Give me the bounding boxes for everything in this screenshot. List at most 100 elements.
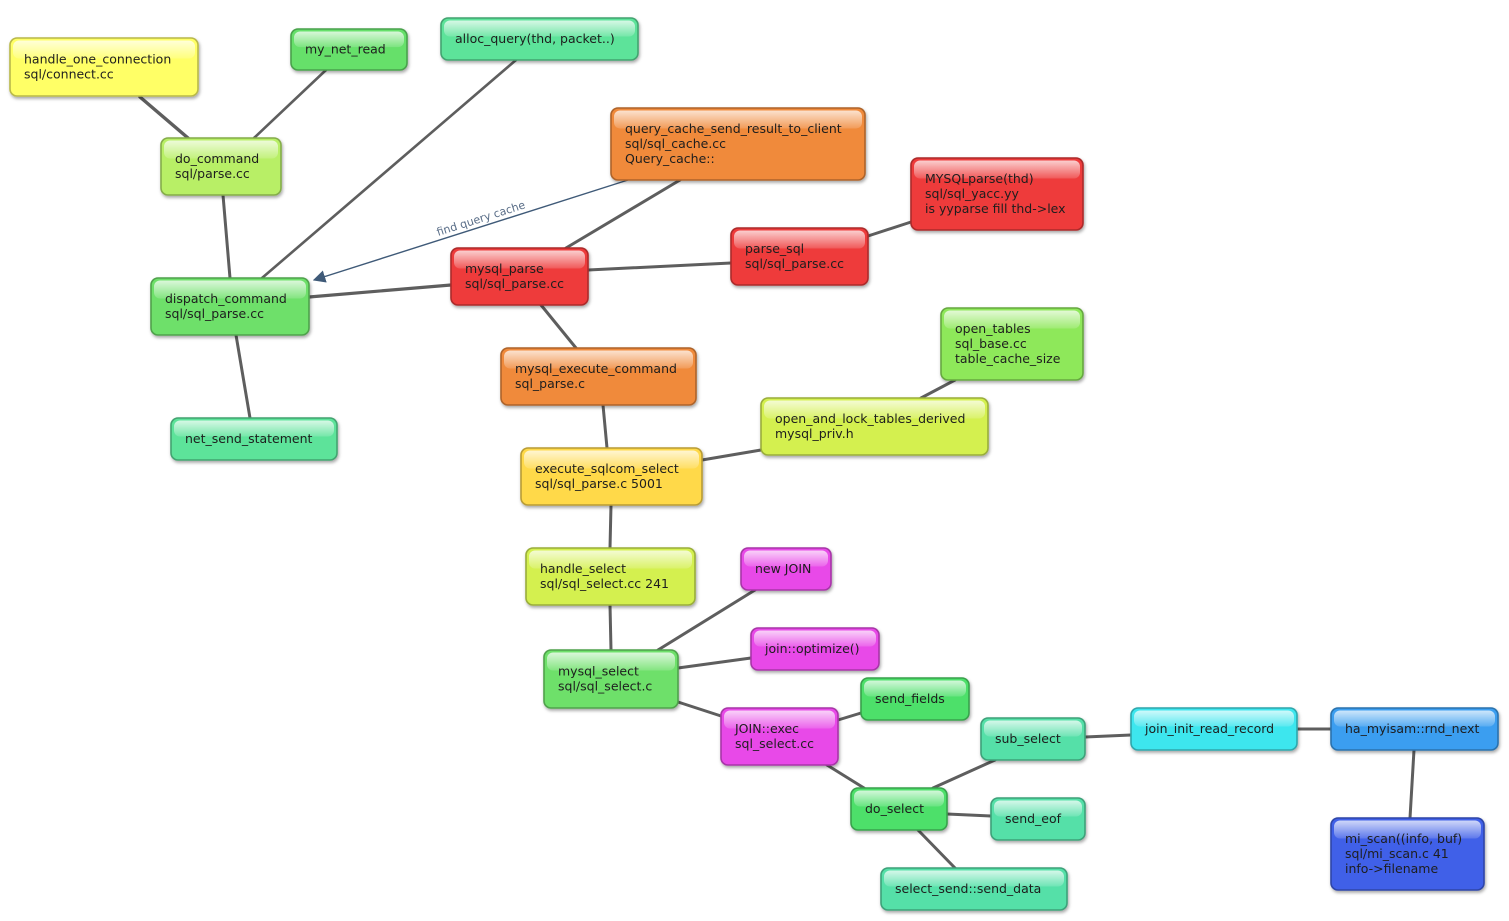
node-label-line: join_init_read_record <box>1144 721 1274 736</box>
edge-open_and_lock_tables_derived-to-open_tables <box>919 378 957 400</box>
node-gloss <box>524 450 699 469</box>
node-label-line: sql_select.cc <box>735 736 814 751</box>
edge-do_select-to-sub_select <box>931 758 997 790</box>
node-label-line: info->filename <box>1345 861 1438 876</box>
node-join-optimize[interactable]: join::optimize() <box>750 627 880 671</box>
node-new-JOIN[interactable]: new JOIN <box>740 547 832 591</box>
edge-arrow-query_cache_send_result_to_client-to-dispatch_command <box>312 179 629 283</box>
node-gloss <box>444 20 635 37</box>
node-label-line: ha_myisam::rnd_next <box>1345 721 1479 736</box>
node-my-net-read[interactable]: my_net_read <box>290 28 408 71</box>
node-gloss <box>454 250 585 269</box>
edge-JOIN_exec-to-send_fields <box>836 711 863 722</box>
edge-parse_sql-to-MYSQLparse <box>866 220 913 238</box>
node-label-line: MYSQLparse(thd) <box>925 171 1034 186</box>
edge-handle_select-to-mysql_select <box>608 603 613 652</box>
node-label-line: do_select <box>865 801 924 816</box>
node-gloss <box>13 40 195 59</box>
node-label-line: do_command <box>175 151 259 166</box>
node-mi-scan[interactable]: mi_scan((info, buf)sql/mi_scan.c 41info-… <box>1330 817 1485 891</box>
edge-label-find-query-cache: find query cache <box>435 198 527 238</box>
node-label-line: is yyparse fill thd->lex <box>925 201 1066 216</box>
node-label-line: table_cache_size <box>955 351 1061 366</box>
node-label-line: net_send_statement <box>185 431 313 446</box>
node-gloss <box>547 652 675 671</box>
edge-dispatch_command-to-net_send_statement <box>234 333 252 420</box>
edge-mysql_select-to-join_optimize <box>676 656 753 670</box>
node-label-line: sql_base.cc <box>955 336 1027 351</box>
edge-execute_sqlcom_select-to-open_and_lock_tables_derived <box>700 448 763 462</box>
node-gloss <box>914 160 1080 179</box>
edge-mysql_select-to-JOIN_exec <box>676 700 723 718</box>
edge-sub_select-to-join_init_read_record <box>1083 733 1133 739</box>
node-label-line: alloc_query(thd, packet..) <box>455 31 615 46</box>
node-query-cache-send-result-to-client[interactable]: query_cache_send_result_to_clientsql/sql… <box>610 107 866 181</box>
node-gloss <box>994 800 1082 817</box>
node-label-line: sql/sql_parse.cc <box>745 256 844 271</box>
node-do-select[interactable]: do_select <box>850 787 948 831</box>
node-gloss <box>724 710 835 729</box>
node-gloss <box>884 870 1064 887</box>
node-label-line: execute_sqlcom_select <box>535 461 679 476</box>
node-label-line: send_fields <box>875 691 945 706</box>
node-gloss <box>164 140 278 159</box>
edge-do_select-to-send_eof <box>945 812 993 818</box>
edge-do_select-to-select_send_send_data <box>916 828 957 870</box>
edge-execute_sqlcom_select-to-handle_select <box>608 503 613 550</box>
node-join-init-read-record[interactable]: join_init_read_record <box>1130 707 1298 751</box>
node-label-line: query_cache_send_result_to_client <box>625 121 842 136</box>
edge-mysql_parse-to-mysql_execute_command <box>539 303 578 350</box>
node-net-send-statement[interactable]: net_send_statement <box>170 417 338 461</box>
node-gloss <box>1134 710 1294 727</box>
node-label-line: sql/sql_parse.cc <box>165 306 264 321</box>
node-label-line: open_and_lock_tables_derived <box>775 411 965 426</box>
node-gloss <box>614 110 862 129</box>
node-label-line: sql/sql_yacc.yy <box>925 186 1019 201</box>
node-label-line: JOIN::exec <box>734 721 799 736</box>
node-gloss <box>744 550 828 567</box>
edge-mysql_select-to-new_JOIN <box>656 588 757 652</box>
node-label-line: new JOIN <box>755 561 811 576</box>
edge-mysql_parse-to-parse_sql <box>586 261 733 272</box>
edge-dispatch_command-to-mysql_parse <box>307 283 453 299</box>
node-label-line: sql/sql_cache.cc <box>625 136 726 151</box>
node-gloss <box>984 720 1082 737</box>
edge-alloc_query-to-dispatch_command <box>260 58 518 280</box>
node-label-line: mi_scan((info, buf) <box>1345 831 1462 846</box>
node-label-line: mysql_execute_command <box>515 361 677 376</box>
node-gloss <box>529 550 692 569</box>
node-gloss <box>864 680 966 697</box>
node-gloss <box>754 630 876 647</box>
node-send-eof[interactable]: send_eof <box>990 797 1086 841</box>
node-label-line: sql/sql_parse.c 5001 <box>535 476 663 491</box>
node-gloss <box>294 31 404 48</box>
node-label-line: sql/sql_parse.cc <box>465 276 564 291</box>
node-alloc-query[interactable]: alloc_query(thd, packet..) <box>440 17 639 61</box>
node-ha-myisam-rnd-next[interactable]: ha_myisam::rnd_next <box>1330 707 1499 751</box>
node-label-line: sub_select <box>995 731 1061 746</box>
node-label-line: open_tables <box>955 321 1031 336</box>
node-send-fields[interactable]: send_fields <box>860 677 970 721</box>
node-gloss <box>154 280 306 299</box>
node-select-send-send-data[interactable]: select_send::send_data <box>880 867 1068 911</box>
edge-my_net_read-to-do_command <box>252 68 328 140</box>
node-sub-select[interactable]: sub_select <box>980 717 1086 761</box>
node-label-line: sql/parse.cc <box>175 166 250 181</box>
node-label-line: parse_sql <box>745 241 804 256</box>
node-gloss <box>854 790 944 807</box>
